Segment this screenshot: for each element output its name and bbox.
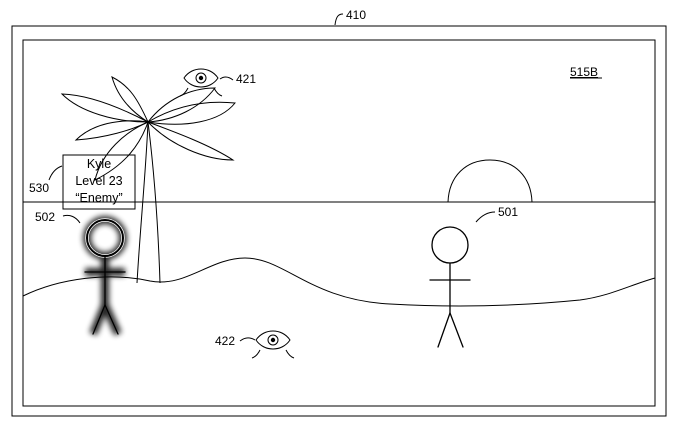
screen-frame: [22, 39, 656, 407]
enemy-character-502: 502: [35, 210, 127, 336]
sun-icon: [447, 159, 533, 203]
enemy-name: Kyle: [87, 157, 111, 171]
enemy-level: Level 23: [75, 174, 122, 188]
ref-515b-label: 515B: [570, 65, 598, 79]
palm-tree-icon: [60, 76, 236, 284]
ref-501-label: 501: [498, 205, 518, 219]
ref-502-label: 502: [35, 210, 55, 224]
ref-530-leader: [48, 165, 63, 181]
ref-410-leader: [334, 13, 344, 26]
display-outer-frame: [11, 25, 667, 417]
ref-422-label: 422: [215, 334, 235, 348]
display-reference: 410: [334, 8, 366, 26]
ref-530-label: 530: [29, 181, 49, 195]
enemy-status: “Enemy”: [75, 191, 122, 205]
sensor-421-eye-icon: 421: [179, 68, 256, 97]
ground-hill-line: [22, 257, 656, 307]
enemy-info-box: Kyle Level 23 “Enemy” 530: [29, 154, 136, 210]
sensor-422-eye-icon: 422: [215, 330, 295, 359]
ref-421-leader: [219, 76, 234, 81]
ref-502-leader: [62, 214, 81, 224]
ref-422-leader: [239, 337, 256, 342]
ref-501-leader: [475, 211, 496, 223]
ref-421-label: 421: [236, 72, 256, 86]
player-character-501: 501: [429, 205, 518, 348]
ref-410-label: 410: [346, 8, 366, 22]
enemy-info-box-border: [62, 154, 136, 210]
